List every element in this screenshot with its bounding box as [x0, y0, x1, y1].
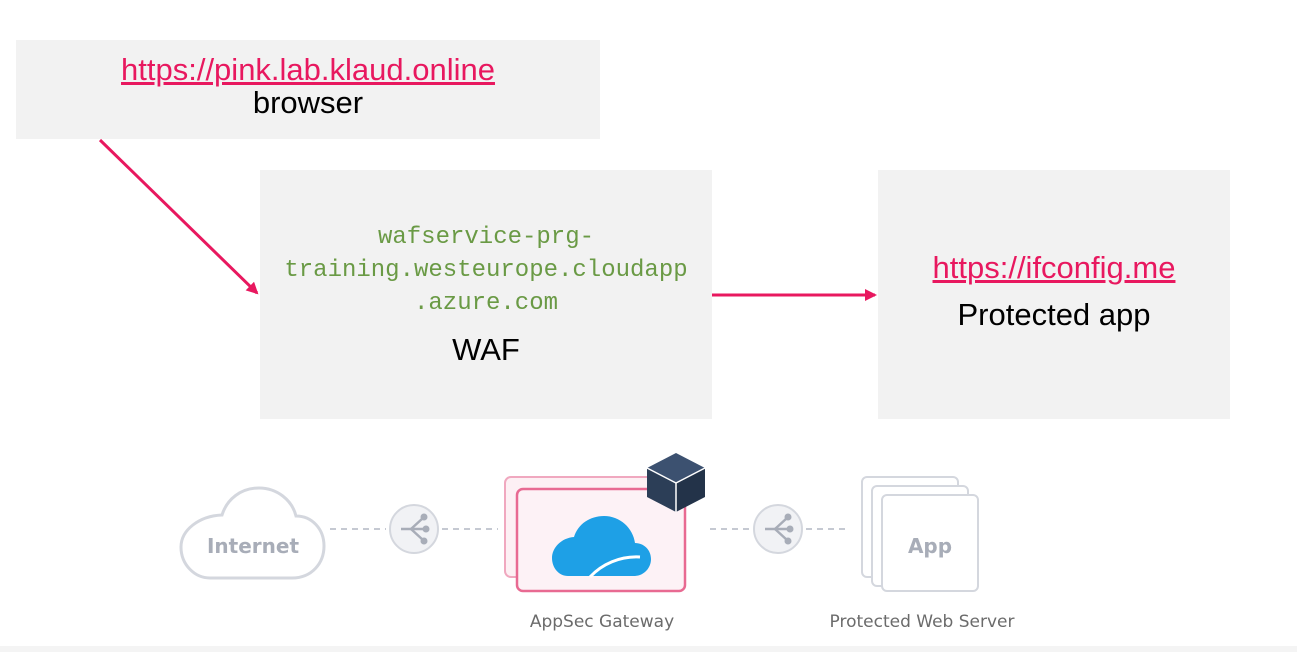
app-label: App [907, 534, 953, 558]
cube-icon [646, 453, 706, 512]
network-hub-icon [389, 504, 439, 554]
browser-box [16, 40, 600, 139]
appsec-gateway-caption: AppSec Gateway [529, 612, 675, 632]
waf-label: WAF [452, 332, 520, 367]
waf-hostname-line: wafservice-prg- [377, 224, 595, 251]
browser-url-link[interactable]: https://pink.lab.klaud.online [121, 52, 495, 87]
waf-hostname-line: .azure.com [413, 290, 559, 317]
browser-label: browser [252, 85, 364, 120]
bottom-divider [0, 646, 1297, 652]
cloud-icon [552, 516, 651, 576]
network-hub-icon [753, 504, 803, 554]
protected-web-server-caption: Protected Web Server [829, 612, 1015, 632]
internet-cloud-icon [179, 486, 326, 580]
internet-label: Internet [206, 534, 300, 558]
waf-hostname-line: training.westeurope.cloudapp [284, 257, 688, 284]
app-server-icon [861, 476, 979, 592]
protected-app-url-link[interactable]: https://ifconfig.me [932, 250, 1176, 285]
browser-to-waf-arrow [98, 138, 259, 295]
appsec-gateway-icon [504, 476, 687, 593]
waf-hostname: wafservice-prg- training.westeurope.clou… [260, 221, 712, 320]
waf-box [260, 170, 712, 419]
protected-app-label: Protected app [957, 297, 1151, 332]
protected-app-box [878, 170, 1230, 419]
